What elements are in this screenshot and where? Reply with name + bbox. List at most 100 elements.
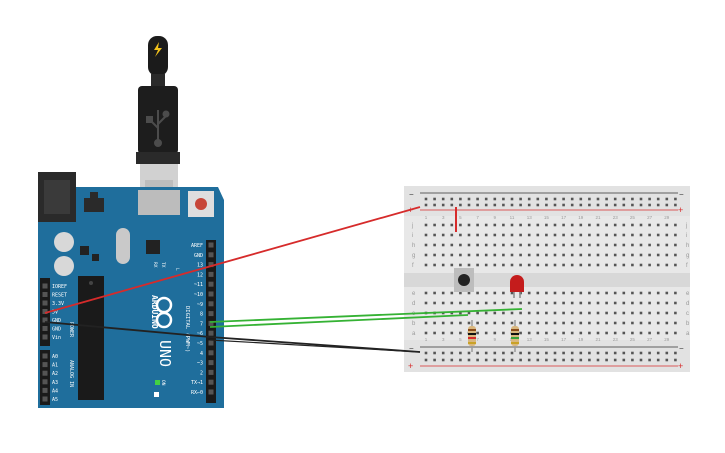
breadboard-hole[interactable] bbox=[656, 358, 660, 362]
header-pin[interactable] bbox=[42, 370, 48, 376]
breadboard-hole[interactable] bbox=[570, 233, 574, 237]
breadboard-hole[interactable] bbox=[519, 263, 522, 267]
breadboard-hole[interactable] bbox=[459, 358, 462, 362]
breadboard-hole[interactable] bbox=[424, 203, 428, 207]
breadboard-hole[interactable] bbox=[502, 358, 505, 362]
breadboard-hole[interactable] bbox=[648, 291, 651, 295]
breadboard-hole[interactable] bbox=[596, 351, 600, 355]
breadboard-hole[interactable] bbox=[536, 291, 540, 295]
breadboard-hole[interactable] bbox=[527, 301, 531, 305]
breadboard-hole[interactable] bbox=[424, 233, 428, 237]
breadboard-hole[interactable] bbox=[484, 203, 488, 207]
breadboard-hole[interactable] bbox=[665, 311, 669, 315]
breadboard-hole[interactable] bbox=[459, 243, 462, 247]
wire-gnd-2[interactable] bbox=[209, 339, 421, 353]
header-pin[interactable] bbox=[42, 334, 48, 340]
breadboard-hole[interactable] bbox=[450, 358, 454, 362]
breadboard-hole[interactable] bbox=[484, 321, 488, 325]
breadboard-hole[interactable] bbox=[484, 291, 488, 295]
breadboard-hole[interactable] bbox=[588, 311, 591, 315]
breadboard-hole[interactable] bbox=[510, 263, 514, 267]
breadboard-hole[interactable] bbox=[570, 311, 574, 315]
breadboard-hole[interactable] bbox=[622, 223, 626, 227]
breadboard-hole[interactable] bbox=[579, 233, 583, 237]
breadboard-hole[interactable] bbox=[553, 233, 557, 237]
breadboard-hole[interactable] bbox=[484, 331, 488, 335]
breadboard-hole[interactable] bbox=[665, 203, 669, 207]
breadboard-hole[interactable] bbox=[459, 291, 462, 295]
breadboard-hole[interactable] bbox=[459, 351, 462, 355]
breadboard-hole[interactable] bbox=[493, 351, 497, 355]
breadboard-hole[interactable] bbox=[648, 358, 651, 362]
breadboard-hole[interactable] bbox=[579, 321, 583, 325]
breadboard-hole[interactable] bbox=[588, 291, 591, 295]
wire-signal-pin8[interactable] bbox=[209, 314, 469, 328]
breadboard-hole[interactable] bbox=[527, 351, 531, 355]
breadboard-hole[interactable] bbox=[450, 291, 454, 295]
breadboard-hole[interactable] bbox=[502, 311, 505, 315]
breadboard-hole[interactable] bbox=[639, 233, 643, 237]
breadboard-hole[interactable] bbox=[450, 321, 454, 325]
breadboard-hole[interactable] bbox=[467, 358, 471, 362]
breadboard-hole[interactable] bbox=[553, 321, 557, 325]
breadboard-hole[interactable] bbox=[596, 331, 600, 335]
breadboard-hole[interactable] bbox=[562, 311, 565, 315]
header-pin[interactable] bbox=[208, 271, 214, 277]
breadboard-hole[interactable] bbox=[674, 263, 677, 267]
breadboard-hole[interactable] bbox=[450, 203, 454, 207]
breadboard-hole[interactable] bbox=[553, 203, 557, 207]
breadboard-hole[interactable] bbox=[510, 291, 514, 295]
breadboard-hole[interactable] bbox=[622, 197, 626, 201]
breadboard-hole[interactable] bbox=[433, 301, 436, 305]
breadboard-hole[interactable] bbox=[450, 311, 454, 315]
breadboard-hole[interactable] bbox=[665, 263, 669, 267]
breadboard-hole[interactable] bbox=[450, 253, 454, 257]
breadboard-hole[interactable] bbox=[665, 358, 669, 362]
breadboard-hole[interactable] bbox=[493, 331, 497, 335]
breadboard-hole[interactable] bbox=[536, 243, 540, 247]
breadboard-hole[interactable] bbox=[674, 301, 677, 305]
breadboard-hole[interactable] bbox=[656, 301, 660, 305]
breadboard-hole[interactable] bbox=[553, 291, 557, 295]
breadboard-hole[interactable] bbox=[450, 331, 454, 335]
breadboard-hole[interactable] bbox=[588, 301, 591, 305]
breadboard-hole[interactable] bbox=[459, 197, 462, 201]
breadboard-hole[interactable] bbox=[441, 197, 445, 201]
breadboard-hole[interactable] bbox=[639, 263, 643, 267]
header-pin[interactable] bbox=[42, 379, 48, 385]
breadboard-hole[interactable] bbox=[441, 321, 445, 325]
breadboard-hole[interactable] bbox=[527, 291, 531, 295]
breadboard-hole[interactable] bbox=[639, 253, 643, 257]
breadboard-hole[interactable] bbox=[622, 203, 626, 207]
breadboard-hole[interactable] bbox=[665, 331, 669, 335]
breadboard-hole[interactable] bbox=[631, 203, 634, 207]
header-pin[interactable] bbox=[208, 262, 214, 268]
breadboard-hole[interactable] bbox=[674, 197, 677, 201]
wire-5v[interactable] bbox=[44, 206, 421, 314]
arduino-uno-board[interactable]: ARDUINO UNO DIGITAL (PWM~) POWER ANALOG … bbox=[38, 172, 224, 408]
breadboard-hole[interactable] bbox=[605, 197, 608, 201]
breadboard-hole[interactable] bbox=[570, 263, 574, 267]
breadboard-hole[interactable] bbox=[656, 233, 660, 237]
breadboard-hole[interactable] bbox=[588, 243, 591, 247]
breadboard-hole[interactable] bbox=[613, 253, 617, 257]
breadboard-hole[interactable] bbox=[596, 223, 600, 227]
breadboard-hole[interactable] bbox=[493, 253, 497, 257]
breadboard-hole[interactable] bbox=[656, 311, 660, 315]
breadboard-hole[interactable] bbox=[631, 358, 634, 362]
breadboard-hole[interactable] bbox=[579, 351, 583, 355]
breadboard-hole[interactable] bbox=[484, 358, 488, 362]
breadboard-hole[interactable] bbox=[476, 203, 479, 207]
breadboard-hole[interactable] bbox=[519, 301, 522, 305]
breadboard-hole[interactable] bbox=[493, 311, 497, 315]
breadboard-hole[interactable] bbox=[596, 243, 600, 247]
breadboard-hole[interactable] bbox=[553, 253, 557, 257]
breadboard-hole[interactable] bbox=[570, 223, 574, 227]
breadboard-hole[interactable] bbox=[648, 311, 651, 315]
breadboard-hole[interactable] bbox=[476, 253, 479, 257]
breadboard-hole[interactable] bbox=[579, 223, 583, 227]
breadboard-hole[interactable] bbox=[502, 263, 505, 267]
breadboard-hole[interactable] bbox=[648, 223, 651, 227]
breadboard-hole[interactable] bbox=[596, 203, 600, 207]
breadboard-hole[interactable] bbox=[545, 331, 548, 335]
